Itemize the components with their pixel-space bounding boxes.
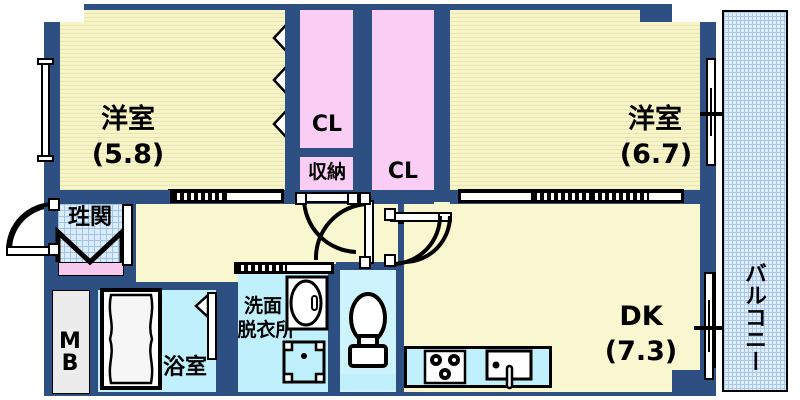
sliding-door-washroom-2[interactable] bbox=[234, 262, 334, 274]
vanity-sink-icon-2 bbox=[285, 275, 329, 331]
wall-entrance-left bbox=[44, 190, 58, 290]
wall-mb-bath bbox=[88, 284, 98, 396]
toilet-icon-2 bbox=[346, 290, 390, 368]
entrance-door-panel-2[interactable] bbox=[6, 246, 54, 256]
balcony-floor bbox=[722, 10, 788, 392]
wall-bath-top bbox=[44, 282, 230, 290]
bedroom-right-floor-top-ext bbox=[450, 10, 640, 24]
wall-notch-top-left bbox=[44, 4, 84, 22]
toilet-door-panel-2[interactable] bbox=[390, 212, 440, 222]
wall-between-closets bbox=[353, 4, 372, 200]
window-left-exterior[interactable] bbox=[41, 60, 50, 160]
wall-closet-storage-divider bbox=[285, 148, 353, 157]
bathtub-icon-2 bbox=[100, 288, 162, 390]
window-left-cap-bottom bbox=[37, 155, 54, 162]
wall-washroom-top bbox=[228, 264, 238, 396]
wall-toilet-dk bbox=[396, 264, 406, 396]
gas-stove-icon-2 bbox=[423, 349, 467, 385]
kitchen-sink-icon-2 bbox=[485, 349, 536, 390]
entrance-door-swing-arc-2 bbox=[4, 198, 60, 256]
entrance-step-icon-2 bbox=[54, 222, 126, 266]
bedroom-left-floor bbox=[60, 22, 285, 190]
entrance-inner-door-2[interactable] bbox=[122, 204, 133, 266]
toilet-door-swing-arc-2 bbox=[390, 214, 446, 272]
window-left-cap-top bbox=[37, 58, 54, 65]
storage-door-swing-arc-2 bbox=[300, 196, 362, 258]
wall-notch-top-right bbox=[672, 4, 716, 22]
wall-left-bedroom-closet bbox=[285, 4, 300, 200]
hall-door-panel-2[interactable] bbox=[364, 200, 374, 264]
wall-closet-right-bedroom bbox=[434, 4, 450, 200]
wall-corridor-left-stub bbox=[122, 262, 136, 290]
wall-bath-washroom bbox=[216, 284, 228, 396]
bedroom-right-floor bbox=[450, 22, 700, 190]
wall-washroom-toilet bbox=[328, 264, 340, 396]
bathroom-door-chevron-2 bbox=[194, 292, 209, 322]
window-bedroom-right-center-line bbox=[710, 88, 712, 136]
storage-door-opening-2[interactable] bbox=[307, 192, 351, 203]
hall-door-swing-arc-2 bbox=[312, 200, 374, 266]
toilet-rear-strip-2 bbox=[340, 374, 396, 390]
storage-floor bbox=[300, 155, 353, 190]
entrance-floor-2 bbox=[58, 204, 122, 262]
window-bedroom-right-mullion bbox=[700, 112, 724, 116]
bathroom-door-frame-2[interactable] bbox=[207, 292, 217, 360]
meter-box-2 bbox=[52, 290, 90, 394]
balcony-outer-gap bbox=[716, 4, 722, 396]
window-dk-center-line-2 bbox=[708, 300, 710, 352]
closet-left-floor bbox=[300, 10, 353, 150]
sliding-door-bedroom-left-2[interactable] bbox=[170, 189, 284, 203]
sliding-door-bedroom-right-2[interactable] bbox=[458, 189, 684, 203]
corridor-floor-fill-2 bbox=[136, 204, 326, 262]
closet-right-floor bbox=[372, 10, 434, 190]
washing-machine-pan-icon-2 bbox=[282, 340, 326, 384]
bedroom-left-floor-top-ext bbox=[84, 10, 285, 24]
